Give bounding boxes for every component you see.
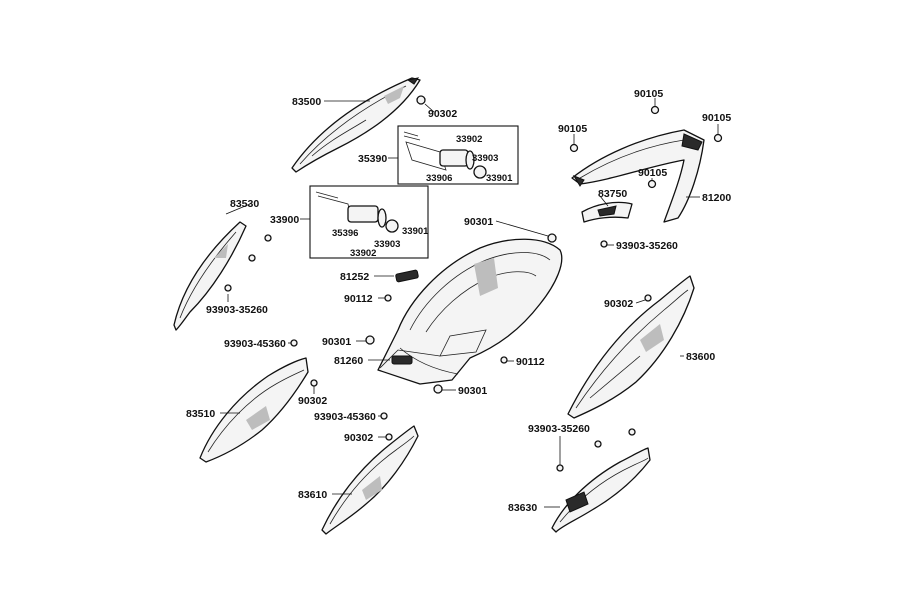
label-33903-a: 33903	[472, 153, 498, 164]
label-90301-a: 90301	[464, 216, 493, 228]
label-83610: 83610	[298, 489, 327, 501]
label-93903-35260-b: 93903-35260	[616, 240, 678, 252]
label-93903-35260-a: 93903-35260	[206, 304, 268, 316]
label-35396: 35396	[332, 228, 358, 239]
label-93903-35260-c: 93903-35260	[528, 423, 590, 435]
label-90105-b: 90105	[634, 88, 663, 100]
label-81252: 81252	[340, 271, 369, 283]
label-81260: 81260	[334, 355, 363, 367]
label-33900: 33900	[270, 214, 299, 226]
label-90105-c: 90105	[702, 112, 731, 124]
label-90105-a: 90105	[558, 123, 587, 135]
label-90301-c: 90301	[458, 385, 487, 397]
label-33906: 33906	[426, 173, 452, 184]
label-90112-b: 90112	[516, 356, 545, 368]
label-83510: 83510	[186, 408, 215, 420]
lock-assembly-33900	[309, 185, 429, 259]
part-83530-side-panel	[173, 221, 247, 331]
part-83600-side-cover	[567, 275, 695, 419]
part-helmet-box	[377, 238, 563, 385]
label-90302-d: 90302	[344, 432, 373, 444]
label-83750: 83750	[598, 188, 627, 200]
label-93903-45360-a: 93903-45360	[224, 338, 286, 350]
label-35390: 35390	[358, 153, 387, 165]
part-83500-rear-cover	[291, 77, 421, 173]
label-93903-45360-b: 93903-45360	[314, 411, 376, 423]
label-90105-d: 90105	[638, 167, 667, 179]
leader-lines	[220, 98, 719, 508]
label-81200: 81200	[702, 192, 731, 204]
part-83510-side-cover	[199, 357, 309, 463]
part-83610-lower-cover	[321, 425, 419, 535]
fastener-screws	[224, 95, 723, 472]
label-33902-a: 33902	[456, 134, 482, 145]
label-33902-b: 33902	[350, 248, 376, 259]
label-90112-a: 90112	[344, 293, 373, 305]
part-83630-lower-cover	[551, 447, 651, 533]
label-83600: 83600	[686, 351, 715, 363]
label-90302-b: 90302	[604, 298, 633, 310]
label-33903-b: 33903	[374, 239, 400, 250]
label-90302-c: 90302	[298, 395, 327, 407]
label-83630: 83630	[508, 502, 537, 514]
label-90302-a: 90302	[428, 108, 457, 120]
lock-assembly-35390	[397, 125, 519, 185]
part-labels: 83500 90302 33902 35390 33903 33906 3390…	[186, 88, 731, 514]
label-83500: 83500	[292, 96, 321, 108]
part-83750-bracket	[581, 201, 633, 223]
label-33901-b: 33901	[402, 226, 429, 237]
label-83530: 83530	[230, 198, 259, 210]
part-81200-grab-rail	[571, 129, 705, 223]
label-33901-a: 33901	[486, 173, 513, 184]
label-90301-b: 90301	[322, 336, 351, 348]
